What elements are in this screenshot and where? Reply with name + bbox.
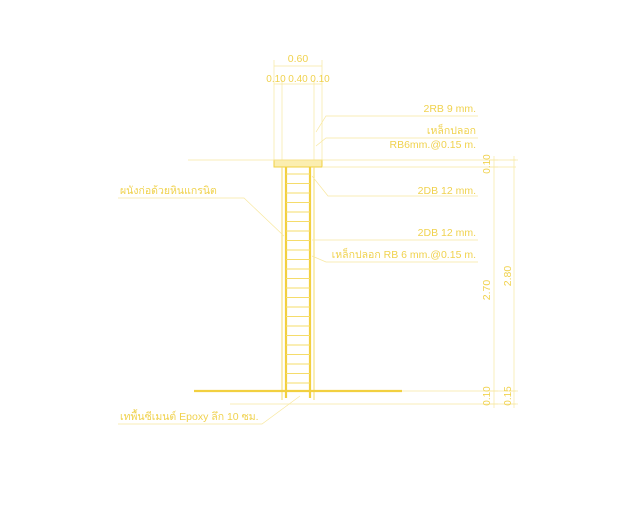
dim-total-width: 0.60 — [288, 53, 309, 65]
label-main-bar-2: 2DB 12 mm. — [418, 227, 476, 239]
leader-stirrup-top — [315, 137, 478, 147]
top-dimension-group: 0.60 0.10 0.40 0.10 — [266, 53, 330, 160]
label-stirrup-top: เหล็กปลอก — [427, 123, 476, 137]
leader-floor-label — [118, 395, 301, 425]
leader-wall-label — [118, 197, 285, 237]
dim-part-left: 0.10 — [266, 74, 286, 85]
label-wall: ผนังก่อด้วยหินแกรนิต — [120, 185, 217, 197]
wall-body — [281, 167, 315, 400]
dim-total-height: 2.80 — [502, 266, 514, 287]
label-stirrup-wall: เหล็กปลอก RB 6 mm.@0.15 m. — [332, 247, 476, 261]
dim-footing-depth: 0.15 — [503, 386, 514, 406]
dim-wall-height: 2.70 — [481, 280, 493, 301]
label-top-rebar: 2RB 9 mm. — [423, 103, 476, 115]
label-main-bar-1: 2DB 12 mm. — [418, 185, 476, 197]
dim-part-middle: 0.40 — [288, 74, 308, 85]
top-beam-section — [273, 159, 323, 168]
leader-top-rebar — [315, 115, 478, 133]
dim-beam-depth: 0.10 — [482, 154, 493, 174]
dim-base-depth: 0.10 — [482, 386, 493, 406]
vertical-dimensions: 0.10 2.70 2.80 0.10 0.15 — [481, 154, 518, 408]
leader-stirrup-wall — [311, 255, 478, 263]
right-callouts: 2RB 9 mm. เหล็กปลอก RB6mm.@0.15 m. 2DB 1… — [311, 103, 478, 263]
label-floor: เทพื้นซีเมนต์ Epoxy ลึก 10 ซม. — [120, 409, 259, 423]
top-beam — [188, 159, 516, 168]
left-callouts: ผนังก่อด้วยหินแกรนิต เทพื้นซีเมนต์ Epoxy… — [118, 185, 301, 425]
dim-part-right: 0.10 — [310, 74, 330, 85]
label-stirrup-top-spec: RB6mm.@0.15 m. — [389, 139, 476, 151]
stirrups — [286, 173, 310, 384]
leader-main-bar-1 — [311, 175, 478, 197]
floor-base — [194, 389, 516, 405]
